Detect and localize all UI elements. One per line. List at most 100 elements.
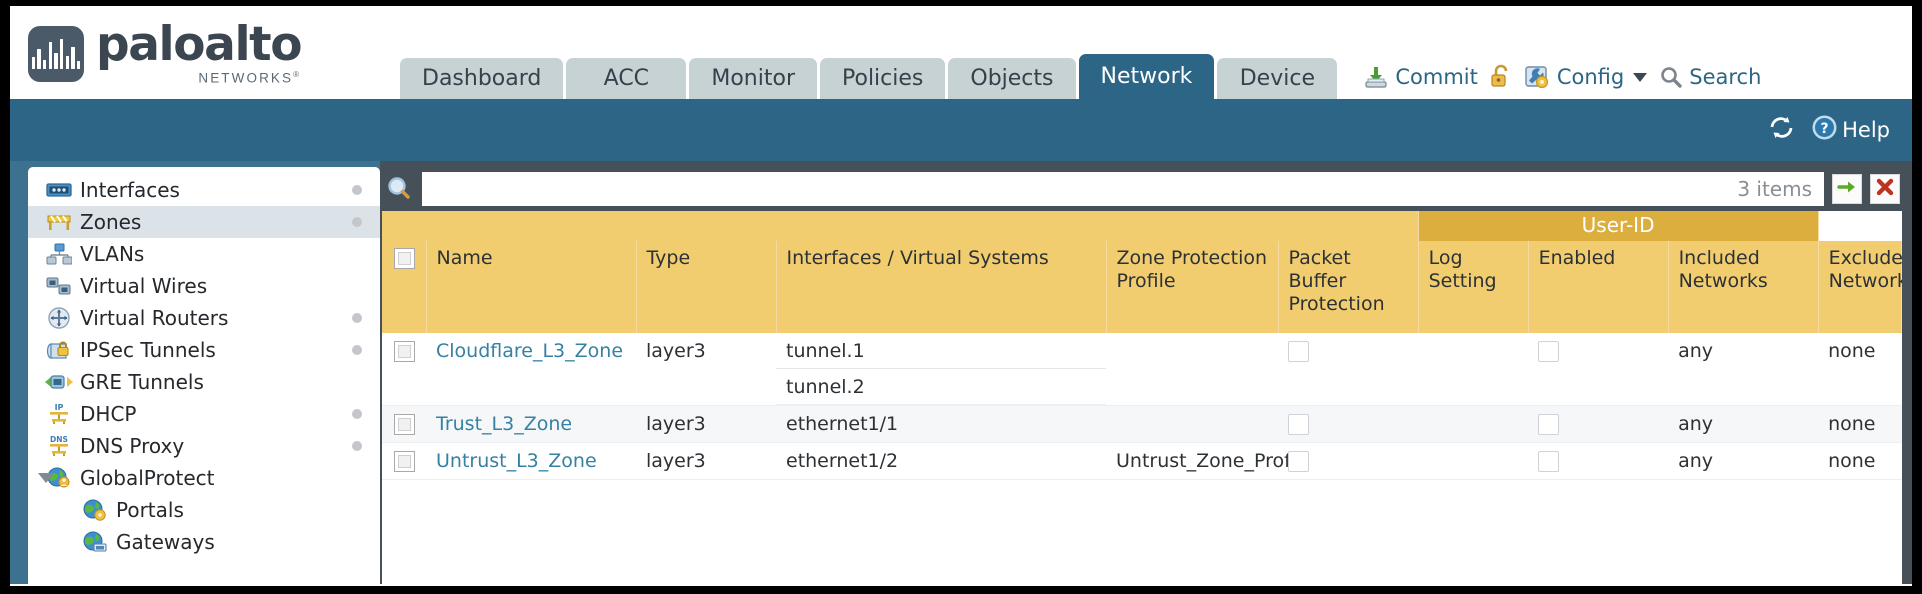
zones-table: User-ID Name Type Interfaces / Virtual S… [382,211,1902,480]
interface-entry: tunnel.2 [776,369,1106,405]
brand-logo[interactable]: paloalto NETWORKS® [10,21,400,99]
portals-icon [80,498,110,522]
sidebar-item-portals[interactable]: Portals [28,494,380,526]
userid-enabled-checkbox[interactable] [1538,451,1560,472]
cell-excluded-networks: none [1818,333,1902,406]
top-bar: paloalto NETWORKS® Dashboard ACC Monitor… [10,6,1912,99]
zone-name-link[interactable]: Cloudflare_L3_Zone [436,340,624,362]
cell-interfaces: ethernet1/2 [776,442,1106,480]
sidebar-item-dhcp[interactable]: IP DHCP [28,398,380,430]
cell-included-networks: any [1668,442,1819,480]
sidebar-nav: Interfaces Zones [28,167,380,584]
tab-device[interactable]: Device [1217,58,1338,99]
filter-search-icon[interactable] [384,174,414,204]
sidebar-item-gre-tunnels[interactable]: GRE Tunnels [28,366,380,398]
ipsec-tunnels-icon [44,340,74,360]
cell-type: layer3 [636,442,776,480]
sidebar-item-dns-proxy[interactable]: DNS DNS Proxy [28,430,380,462]
col-header-log-setting[interactable]: Log Setting [1418,241,1529,333]
row-checkbox[interactable] [394,414,415,435]
clear-filter-button[interactable] [1870,174,1900,204]
sidebar-item-globalprotect[interactable]: GlobalProtect [28,462,380,494]
help-label: Help [1842,118,1890,142]
collapse-triangle-icon[interactable] [38,473,54,483]
sub-header-bar: ? Help [10,99,1912,161]
sidebar-item-virtual-wires[interactable]: Virtual Wires [28,270,380,302]
brand-tagline: NETWORKS® [96,71,301,85]
table-row[interactable]: Cloudflare_L3_Zone layer3 tunnel.1 tunne… [382,333,1902,406]
main-tabs: Dashboard ACC Monitor Policies Objects N… [400,54,1338,99]
row-checkbox[interactable] [394,341,415,362]
row-select-cell [382,405,426,443]
table-row[interactable]: Untrust_L3_Zone layer3 ethernet1/2 Untru… [382,442,1902,480]
cell-type: layer3 [636,405,776,443]
config-wrench-icon [1524,64,1551,90]
zone-name-link[interactable]: Untrust_L3_Zone [436,450,597,472]
cell-name: Trust_L3_Zone [426,405,636,443]
paloalto-waveform-icon [28,25,84,82]
cell-userid-enabled [1528,333,1669,406]
col-header-name[interactable]: Name [426,241,637,333]
col-header-excluded-networks[interactable]: Excluded Networks [1818,241,1902,333]
col-header-userid-enabled[interactable]: Enabled [1528,241,1669,333]
packet-buffer-protection-checkbox[interactable] [1288,414,1309,435]
zones-table-wrapper: User-ID Name Type Interfaces / Virtual S… [382,211,1902,584]
zone-name-link[interactable]: Trust_L3_Zone [436,413,573,435]
userid-enabled-checkbox[interactable] [1538,414,1560,435]
refresh-button[interactable] [1768,115,1795,145]
sidebar-item-label: GRE Tunnels [80,370,204,394]
sidebar-item-gateways[interactable]: Gateways [28,526,380,558]
top-actions: Commit [1363,64,1761,99]
sidebar-item-label: Virtual Wires [80,274,208,298]
brand-registered-mark: ® [293,70,302,79]
search-label: Search [1689,65,1762,89]
sidebar-item-interfaces[interactable]: Interfaces [28,174,380,206]
chevron-down-icon[interactable] [1633,72,1648,82]
search-button[interactable]: Search [1659,65,1761,89]
clear-x-icon [1874,176,1896,203]
search-toolbar: 3 items [382,167,1902,211]
tab-objects[interactable]: Objects [948,58,1076,99]
col-header-type[interactable]: Type [636,241,777,333]
sidebar-status-dot [352,217,362,227]
col-header-packet-buffer-protection[interactable]: Packet Buffer Protection [1278,241,1419,333]
commit-button[interactable]: Commit [1363,64,1478,90]
app-frame: paloalto NETWORKS® Dashboard ACC Monitor… [10,6,1912,586]
col-header-included-networks[interactable]: Included Networks [1668,241,1819,333]
sidebar-item-virtual-routers[interactable]: Virtual Routers [28,302,380,334]
col-header-interfaces[interactable]: Interfaces / Virtual Systems [776,241,1107,333]
userid-enabled-checkbox[interactable] [1538,341,1560,362]
select-all-checkbox[interactable] [394,248,415,269]
col-header-zone-protection-profile[interactable]: Zone Protection Profile [1106,241,1279,333]
search-input[interactable] [434,174,1730,204]
search-icon [1659,65,1683,89]
sidebar-item-label: Interfaces [80,178,180,202]
sidebar-status-dot [352,441,362,451]
sidebar-item-label: Zones [80,210,142,234]
sidebar-item-label: DHCP [80,402,137,426]
help-button[interactable]: ? Help [1811,114,1890,146]
apply-filter-button[interactable] [1832,174,1862,204]
dhcp-icon: IP [44,402,74,426]
row-select-cell [382,333,426,406]
packet-buffer-protection-checkbox[interactable] [1288,451,1309,472]
lock-button[interactable] [1490,64,1512,90]
table-body: Cloudflare_L3_Zone layer3 tunnel.1 tunne… [382,333,1902,480]
tab-monitor[interactable]: Monitor [689,58,817,99]
zones-barrier-icon [44,212,74,232]
config-button[interactable]: Config [1524,64,1648,90]
sidebar-item-ipsec-tunnels[interactable]: IPSec Tunnels [28,334,380,366]
sidebar-item-label: Virtual Routers [80,306,229,330]
tab-network[interactable]: Network [1078,54,1215,99]
sidebar-item-zones[interactable]: Zones [28,206,380,238]
dns-proxy-icon: DNS [44,434,74,458]
tab-policies[interactable]: Policies [820,58,946,99]
row-checkbox[interactable] [394,451,415,472]
sidebar-item-vlans[interactable]: VLANs [28,238,380,270]
packet-buffer-protection-checkbox[interactable] [1288,341,1309,362]
table-row[interactable]: Trust_L3_Zone layer3 ethernet1/1 [382,405,1902,443]
tab-acc[interactable]: ACC [566,58,687,99]
cell-zone-protection-profile: Untrust_Zone_Prof [1106,442,1291,480]
tab-dashboard[interactable]: Dashboard [400,58,564,99]
